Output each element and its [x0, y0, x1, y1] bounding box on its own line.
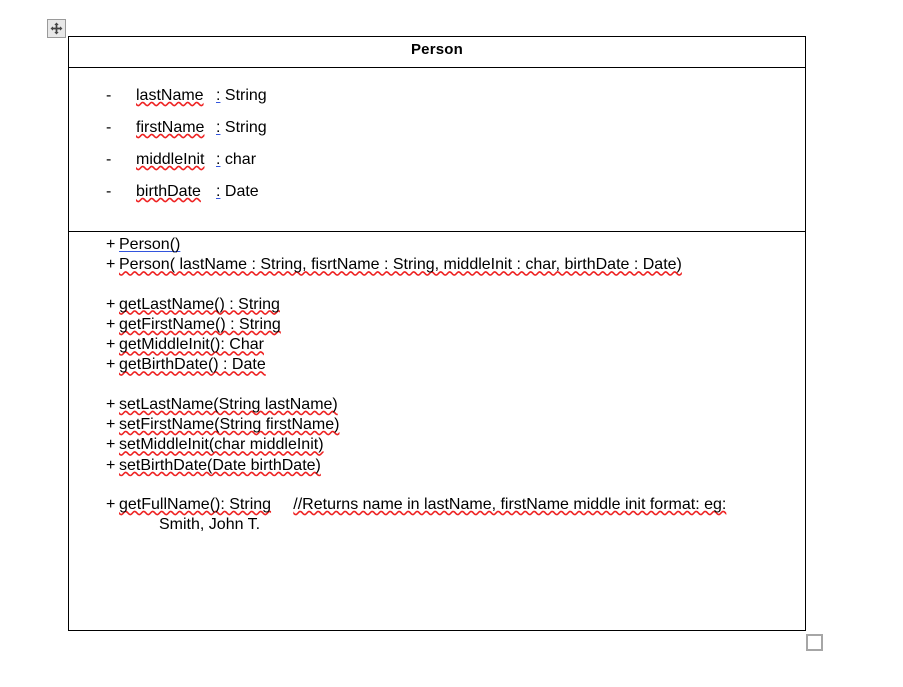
attribute-name: lastName: [136, 87, 204, 104]
operation-visibility: +: [106, 395, 116, 413]
attribute-type-value: String: [224, 87, 267, 104]
operation-visibility: +: [106, 416, 116, 434]
operation-row-get-birth-date[interactable]: +getBirthDate() : Date: [69, 355, 805, 375]
attribute-row[interactable]: - lastName: String: [69, 80, 805, 112]
operation-signature: Person(): [119, 236, 181, 253]
operation-row-set-middle-init[interactable]: +setMiddleInit(char middleInit): [69, 435, 805, 455]
attribute-row[interactable]: - birthDate: Date: [69, 176, 805, 208]
uml-class-box[interactable]: Person - lastName: String - firstName: Str…: [68, 36, 806, 631]
operation-row-constructor-default[interactable]: +Person(): [69, 235, 805, 255]
class-name-compartment: Person: [69, 37, 805, 68]
attribute-name: birthDate: [136, 183, 201, 200]
attribute-row[interactable]: - firstName: String: [69, 112, 805, 144]
operation-comment: //Returns name in lastName, firstName mi…: [293, 495, 727, 513]
attribute-separator: :: [216, 87, 221, 104]
operation-signature: setMiddleInit(char middleInit): [119, 436, 324, 454]
attribute-type-value: String: [224, 119, 267, 136]
attribute-name: firstName: [136, 119, 205, 136]
operation-visibility: +: [106, 495, 116, 513]
canvas-move-handle[interactable]: [47, 19, 66, 38]
operation-signature: getLastName() : String: [119, 295, 280, 313]
operation-signature: getBirthDate() : Date: [119, 356, 266, 374]
operation-visibility: +: [106, 256, 116, 274]
operation-signature: setBirthDate(Date birthDate): [119, 456, 321, 474]
attribute-type-value: char: [224, 151, 257, 168]
operation-comment-spacer: [271, 496, 293, 513]
operation-visibility: +: [106, 456, 116, 474]
operation-signature: setFirstName(String firstName): [119, 416, 340, 434]
operation-signature: getFirstName() : String: [119, 315, 281, 333]
canvas-resize-handle[interactable]: [806, 634, 823, 651]
move-four-arrows-icon: [50, 22, 63, 35]
operation-visibility: +: [106, 336, 116, 354]
attribute-type-value: Date: [224, 183, 259, 200]
attribute-visibility: -: [106, 87, 112, 104]
operation-signature: setLastName(String lastName): [119, 395, 338, 413]
operation-row-constructor-full[interactable]: +Person( lastName : String, fisrtName : …: [69, 255, 805, 275]
attribute-row[interactable]: - middleInit: char: [69, 144, 805, 176]
operation-row-set-birth-date[interactable]: +setBirthDate(Date birthDate): [69, 456, 805, 476]
operation-row-set-last-name[interactable]: +setLastName(String lastName): [69, 395, 805, 415]
operation-signature: getFullName(): String: [119, 495, 272, 513]
operations-compartment: +Person() +Person( lastName : String, fi…: [69, 232, 805, 536]
page-title: Person: [410, 41, 464, 58]
attribute-separator: :: [216, 183, 221, 200]
operation-row-get-full-name[interactable]: +getFullName(): String //Returns name in…: [69, 495, 805, 515]
operation-row-get-middle-init[interactable]: +getMiddleInit(): Char: [69, 335, 805, 355]
attributes-compartment: - lastName: String - firstName: String - mi…: [69, 68, 805, 232]
attribute-visibility: -: [106, 183, 112, 200]
operation-row-set-first-name[interactable]: +setFirstName(String firstName): [69, 415, 805, 435]
attribute-separator: :: [216, 119, 221, 136]
operation-visibility: +: [106, 356, 116, 374]
operation-visibility: +: [106, 315, 116, 333]
operation-signature: getMiddleInit(): Char: [119, 336, 264, 354]
operation-comment-continuation: Smith, John T.: [159, 516, 261, 534]
operation-row-get-first-name[interactable]: +getFirstName() : String: [69, 315, 805, 335]
operation-visibility: +: [106, 295, 116, 313]
operation-signature: Person( lastName : String, fisrtName : S…: [119, 256, 682, 274]
attribute-visibility: -: [106, 119, 112, 136]
attribute-separator: :: [216, 151, 221, 168]
operation-visibility: +: [106, 236, 116, 253]
operation-row-get-last-name[interactable]: +getLastName() : String: [69, 295, 805, 315]
attribute-name: middleInit: [136, 151, 205, 168]
attribute-visibility: -: [106, 151, 112, 168]
operation-visibility: +: [106, 436, 116, 454]
